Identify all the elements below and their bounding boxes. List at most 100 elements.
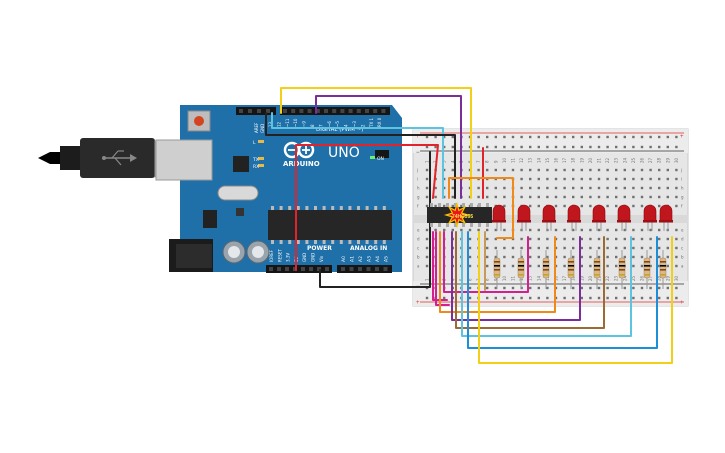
breadboard-hole[interactable] xyxy=(615,255,618,259)
breadboard-hole[interactable] xyxy=(546,195,549,199)
rail-hole[interactable] xyxy=(546,135,549,139)
rail-hole[interactable] xyxy=(529,145,532,149)
breadboard-hole[interactable] xyxy=(632,255,635,259)
rail-hole[interactable] xyxy=(640,286,644,290)
breadboard-hole[interactable] xyxy=(580,195,583,199)
breadboard-hole[interactable] xyxy=(666,246,669,250)
rail-hole[interactable] xyxy=(572,135,575,139)
breadboard-hole[interactable] xyxy=(580,264,583,268)
breadboard-hole[interactable] xyxy=(589,228,592,232)
breadboard-hole[interactable] xyxy=(546,186,549,190)
breadboard-hole[interactable] xyxy=(606,204,609,208)
rail-hole[interactable] xyxy=(477,145,480,149)
header-hole[interactable] xyxy=(358,267,362,271)
wire-yellow-led[interactable] xyxy=(478,231,673,364)
breadboard-hole[interactable] xyxy=(537,255,540,259)
breadboard-hole[interactable] xyxy=(443,204,446,208)
breadboard-hole[interactable] xyxy=(675,168,678,172)
rail-hole[interactable] xyxy=(675,286,678,290)
breadboard-hole[interactable] xyxy=(477,195,480,199)
header-hole[interactable] xyxy=(283,109,287,113)
breadboard-hole[interactable] xyxy=(640,246,644,250)
breadboard-hole[interactable] xyxy=(606,255,609,259)
rail-hole[interactable] xyxy=(520,135,523,139)
rail-hole[interactable] xyxy=(640,145,644,149)
breadboard-hole[interactable] xyxy=(468,246,472,250)
breadboard-hole[interactable] xyxy=(597,246,601,250)
breadboard-hole[interactable] xyxy=(486,195,489,199)
breadboard-hole[interactable] xyxy=(675,204,678,208)
breadboard-hole[interactable] xyxy=(503,168,506,172)
breadboard-hole[interactable] xyxy=(554,186,558,190)
breadboard-hole[interactable] xyxy=(554,177,558,181)
header-hole[interactable] xyxy=(332,109,337,113)
breadboard-hole[interactable] xyxy=(632,237,635,241)
breadboard-hole[interactable] xyxy=(589,204,592,208)
breadboard-hole[interactable] xyxy=(494,228,497,232)
rail-hole[interactable] xyxy=(537,145,540,149)
rail-hole[interactable] xyxy=(589,286,592,290)
breadboard-hole[interactable] xyxy=(658,204,661,208)
breadboard-hole[interactable] xyxy=(546,177,549,181)
rail-hole[interactable] xyxy=(486,145,489,149)
breadboard-hole[interactable] xyxy=(649,177,652,181)
breadboard-hole[interactable] xyxy=(580,186,583,190)
breadboard-hole[interactable] xyxy=(529,246,532,250)
breadboard-hole[interactable] xyxy=(494,195,497,199)
breadboard-hole[interactable] xyxy=(580,204,583,208)
breadboard-hole[interactable] xyxy=(675,195,678,199)
rail-hole[interactable] xyxy=(434,135,437,139)
breadboard-hole[interactable] xyxy=(537,204,540,208)
wire-black-gnd[interactable] xyxy=(265,112,456,199)
rail-hole[interactable] xyxy=(597,145,601,149)
breadboard-hole[interactable] xyxy=(589,177,592,181)
wire-brown-led[interactable] xyxy=(455,231,605,329)
breadboard-hole[interactable] xyxy=(632,177,635,181)
header-hole[interactable] xyxy=(277,267,281,271)
breadboard-hole[interactable] xyxy=(658,195,661,199)
led-8[interactable] xyxy=(659,204,673,222)
breadboard-hole[interactable] xyxy=(468,237,472,241)
breadboard-hole[interactable] xyxy=(520,186,523,190)
breadboard-hole[interactable] xyxy=(580,237,583,241)
rail-hole[interactable] xyxy=(640,135,644,139)
breadboard-hole[interactable] xyxy=(597,168,601,172)
breadboard-hole[interactable] xyxy=(675,246,678,250)
breadboard-hole[interactable] xyxy=(529,204,532,208)
breadboard-hole[interactable] xyxy=(632,195,635,199)
breadboard-hole[interactable] xyxy=(546,168,549,172)
rail-hole[interactable] xyxy=(494,296,497,300)
rail-hole[interactable] xyxy=(537,135,540,139)
rail-hole[interactable] xyxy=(615,286,618,290)
resistor-7[interactable] xyxy=(643,257,651,279)
breadboard-hole[interactable] xyxy=(443,228,446,232)
rail-hole[interactable] xyxy=(632,145,635,149)
breadboard-hole[interactable] xyxy=(572,246,575,250)
rail-hole[interactable] xyxy=(580,286,583,290)
header-hole[interactable] xyxy=(381,109,386,113)
breadboard-hole[interactable] xyxy=(486,246,489,250)
breadboard-hole[interactable] xyxy=(666,177,669,181)
breadboard-hole[interactable] xyxy=(675,228,678,232)
header-hole[interactable] xyxy=(307,109,312,113)
rail-hole[interactable] xyxy=(589,135,592,139)
header-hole[interactable] xyxy=(340,109,345,113)
breadboard-hole[interactable] xyxy=(572,168,575,172)
header-hole[interactable] xyxy=(266,109,270,113)
rail-hole[interactable] xyxy=(503,296,506,300)
breadboard-hole[interactable] xyxy=(563,255,566,259)
header-hole[interactable] xyxy=(348,109,353,113)
breadboard-hole[interactable] xyxy=(615,228,618,232)
breadboard-hole[interactable] xyxy=(537,195,540,199)
breadboard-hole[interactable] xyxy=(640,168,644,172)
resistor-3[interactable] xyxy=(542,257,550,279)
rail-hole[interactable] xyxy=(658,296,661,300)
rail-hole[interactable] xyxy=(623,286,626,290)
breadboard-hole[interactable] xyxy=(658,177,661,181)
breadboard-hole[interactable] xyxy=(675,264,678,268)
breadboard-hole[interactable] xyxy=(494,168,497,172)
rail-hole[interactable] xyxy=(615,135,618,139)
breadboard-hole[interactable] xyxy=(529,186,532,190)
breadboard-hole[interactable] xyxy=(503,246,506,250)
rail-hole[interactable] xyxy=(563,296,566,300)
